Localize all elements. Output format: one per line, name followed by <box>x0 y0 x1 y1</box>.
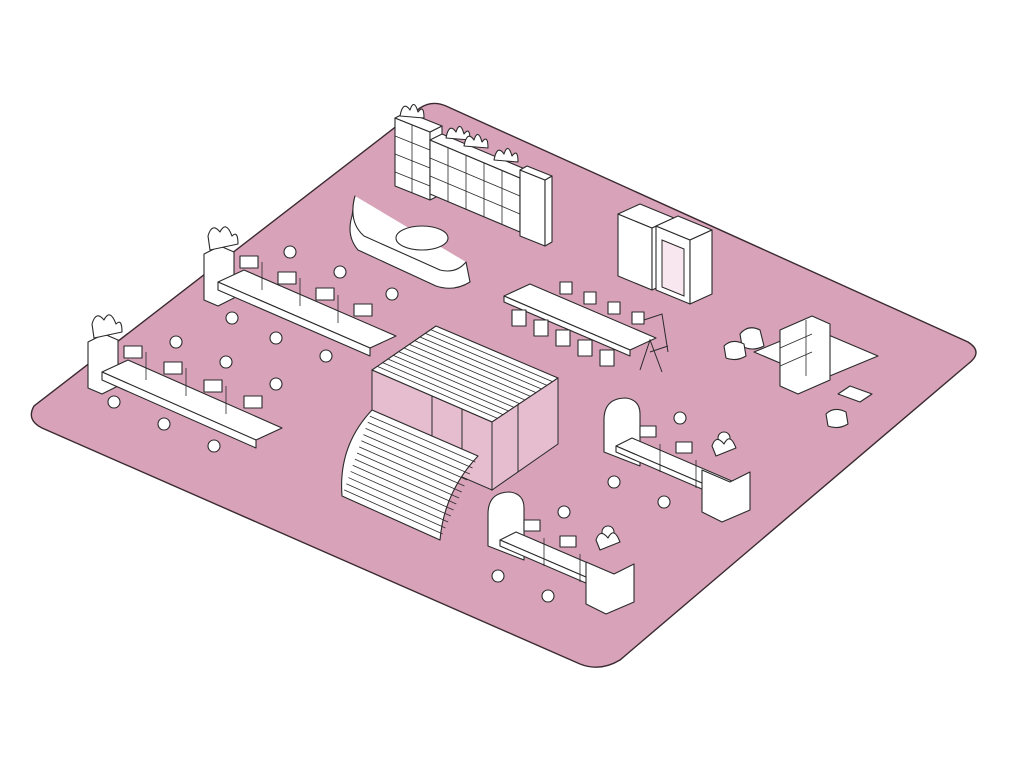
roof-slat <box>425 332 548 386</box>
roof-slat <box>377 365 498 419</box>
meeting-table <box>503 281 669 373</box>
canopy-slat <box>358 446 462 493</box>
canopy-slat <box>365 428 471 475</box>
canopy-slat <box>367 421 473 469</box>
canopy-slat <box>352 464 454 511</box>
reception-desk <box>349 195 471 289</box>
lounge-area <box>723 315 879 429</box>
phone-booths <box>617 203 713 305</box>
roof-slat <box>387 358 509 412</box>
canopy-slat <box>356 452 460 499</box>
workstations-north <box>203 226 399 363</box>
roof-slat <box>419 336 542 390</box>
canopy-slat <box>369 415 476 463</box>
roof-slat <box>414 340 537 394</box>
canopy-slat <box>346 483 446 529</box>
canopy-slat <box>361 440 465 487</box>
central-pavilion <box>341 325 559 541</box>
canopy-slat <box>343 489 443 535</box>
roof-slat <box>403 347 526 401</box>
roof-slat <box>430 329 553 383</box>
roof-slat <box>382 362 504 416</box>
workstations-east <box>603 397 751 523</box>
roof-slat <box>393 354 515 408</box>
workstations-west <box>87 314 283 453</box>
roof-slat <box>409 343 531 397</box>
canopy-slat <box>350 471 452 517</box>
canopy-slat <box>348 477 449 523</box>
workstations-south <box>487 491 635 615</box>
canopy-slat <box>363 434 468 481</box>
roof-slat <box>398 351 520 405</box>
canopy-slat <box>354 458 457 505</box>
lockers-storage <box>394 103 553 247</box>
